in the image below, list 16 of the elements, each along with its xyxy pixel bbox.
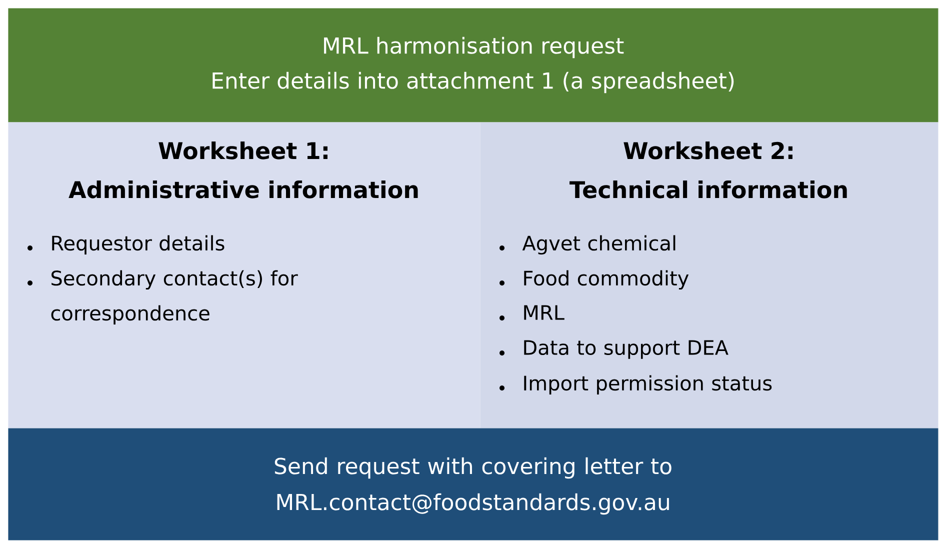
banner-text: Enter details into attachment 1 (a spreadsheet): [212, 72, 734, 94]
bullet-item: Secondary contact(s) for correspondence: [28, 270, 298, 325]
bullet-item: Data to support DEA: [500, 340, 728, 359]
bullet-item: MRL: [500, 305, 564, 320]
bullet-item: Import permission status: [500, 375, 772, 395]
footer-banner: [8, 428, 938, 540]
worksheet-heading: Worksheet 1: Administrative information: [68, 142, 418, 198]
bullet-item: Requestor details: [28, 235, 224, 255]
banner-text: MRL harmonisation request: [324, 36, 624, 58]
worksheet-panel: [480, 122, 938, 428]
header-banner: [8, 8, 938, 122]
banner-text: Send request with covering letter to MRL.contact@foodstandards.gov.au: [274, 457, 672, 515]
worksheet-panel: [8, 122, 480, 428]
bullet-item: Agvet chemical: [500, 235, 676, 255]
worksheet-heading: Worksheet 2: Technical information: [570, 142, 847, 198]
bullet-item: Food commodity: [500, 270, 689, 290]
